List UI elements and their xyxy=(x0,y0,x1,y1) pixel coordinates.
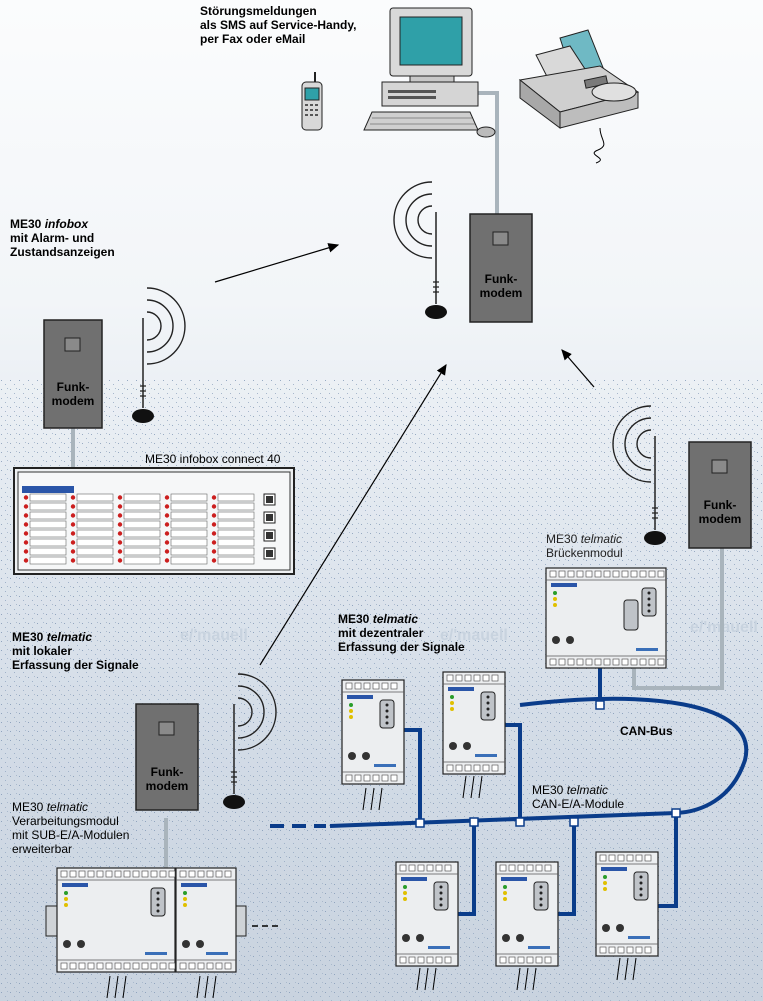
infobox-connect-label: ME30 infobox connect 40 xyxy=(145,452,281,466)
antennas xyxy=(132,181,666,809)
modem-label-center: Funk-modem xyxy=(479,272,523,300)
bus-junctions xyxy=(415,700,681,828)
bridge-module-caption: ME30 telmatic Brückenmodul xyxy=(546,532,623,560)
radio-link-arrows xyxy=(214,243,595,666)
radio-modems xyxy=(43,213,752,811)
signal-wires xyxy=(106,775,637,999)
antenna-icon xyxy=(223,673,277,809)
rail-module xyxy=(175,867,237,973)
modem-box-1 xyxy=(43,319,103,429)
modem-label-processing: Funk-modem xyxy=(145,765,189,793)
rail-module xyxy=(56,867,176,973)
modem-label-infobox: Funk-modem xyxy=(51,380,95,408)
rail-module xyxy=(395,861,459,967)
io-modules xyxy=(45,567,667,973)
svg-text:e/'mauell: e/'mauell xyxy=(440,627,508,644)
modem-box-0 xyxy=(469,213,533,323)
mobile-phone-icon xyxy=(301,72,323,131)
modem-box-3 xyxy=(135,703,199,811)
rail-module xyxy=(595,851,659,957)
modem-label-bridge: Funk-modem xyxy=(698,498,742,526)
can-io-caption: ME30 telmatic CAN-E/A-Module xyxy=(532,783,625,811)
fax-machine-icon xyxy=(518,29,640,129)
antenna-icon xyxy=(132,287,186,423)
svg-text:e/'mauell: e/'mauell xyxy=(180,627,248,644)
rail-module xyxy=(495,861,559,967)
rail-module xyxy=(341,679,405,785)
modem-box-2 xyxy=(688,441,752,549)
can-bus-label: CAN-Bus xyxy=(620,724,673,738)
rail-module xyxy=(545,567,667,669)
rail-module xyxy=(442,671,506,775)
antenna-icon xyxy=(393,181,447,319)
computer-icon xyxy=(363,7,496,138)
antenna-icon xyxy=(612,405,666,545)
infobox-panel xyxy=(13,467,295,575)
